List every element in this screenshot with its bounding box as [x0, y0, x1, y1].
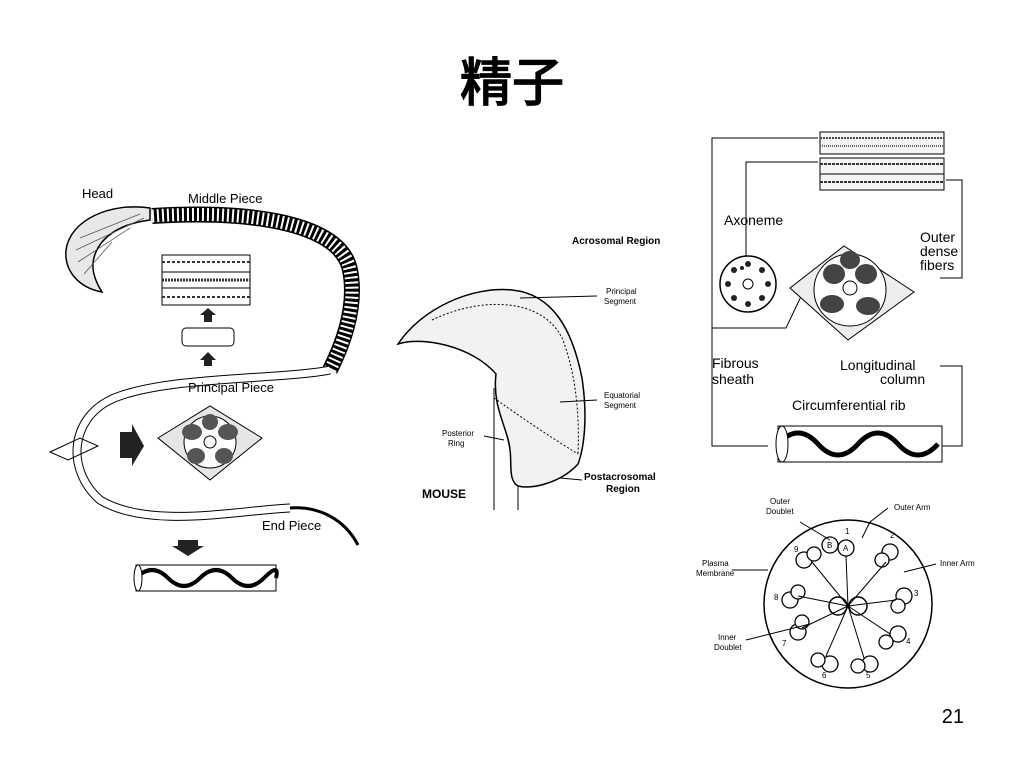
label-inner-arm: Inner Arm	[940, 559, 975, 568]
label-tubule-b: B	[827, 541, 832, 550]
label-outer-arm: Outer Arm	[894, 503, 931, 512]
label-postacrosomal-region-2: Region	[606, 484, 640, 495]
label-plasma-membrane-2: Membrane	[696, 569, 735, 578]
label-head: Head	[82, 186, 113, 201]
label-mouse: MOUSE	[422, 487, 466, 501]
label-outer-dense-fibers-2: dense	[920, 243, 958, 259]
central-pair	[828, 596, 868, 616]
doublet-number-7: 7	[782, 639, 787, 648]
principal-piece-cross-section	[157, 405, 263, 481]
middle-piece	[151, 206, 360, 374]
fibrous-sheath-detail	[775, 425, 943, 463]
label-equatorial-segment-1: Equatorial	[604, 391, 640, 400]
label-inner-doublet-1: Inner	[718, 633, 737, 642]
mouse-head-outline	[396, 288, 586, 488]
longitudinal-section	[819, 131, 945, 191]
doublet-number-6: 6	[822, 671, 827, 680]
label-outer-dense-fibers-3: fibers	[920, 257, 954, 273]
label-circumferential-rib: Circumferential rib	[792, 397, 906, 413]
doublet-number-8: 8	[774, 593, 779, 602]
end-piece-detail	[133, 564, 279, 592]
end-piece	[289, 506, 360, 546]
label-outer-dense-fibers-1: Outer	[920, 229, 955, 245]
label-equatorial-segment-2: Segment	[604, 401, 637, 410]
arrow-down-icon	[172, 540, 204, 556]
label-end-piece: End Piece	[262, 518, 321, 533]
arrow-up-icon-2	[200, 352, 216, 366]
label-plasma-membrane-1: Plasma	[702, 559, 729, 568]
arrow-up-icon	[200, 308, 216, 322]
doublet-number-2: 2	[890, 531, 895, 540]
tail-structure-diagram: Axoneme Outer dense fibers Fibrous sheat…	[711, 131, 963, 463]
label-axoneme: Axoneme	[724, 212, 783, 228]
label-posterior-ring-2: Ring	[448, 439, 464, 448]
label-longitudinal-column-1: Longitudinal	[840, 357, 916, 373]
axoneme-cross-section-diagram: Outer Doublet Outer Arm Plasma Membrane …	[696, 497, 975, 689]
sperm-head	[65, 206, 151, 294]
doublet-number-5: 5	[866, 671, 871, 680]
doublet-number-9: 9	[794, 545, 799, 554]
label-middle-piece: Middle Piece	[188, 191, 262, 206]
page-number: 21	[941, 706, 964, 728]
arrow-right-icon	[120, 424, 144, 466]
label-acrosomal-region: Acrosomal Region	[572, 236, 660, 247]
label-inner-doublet-2: Doublet	[714, 643, 742, 652]
tail-large-cross-section	[789, 245, 915, 341]
label-principal-segment-1: Principal	[606, 287, 637, 296]
slide-title: 精子	[459, 54, 564, 114]
doublet-number-1: 1	[845, 527, 850, 536]
sperm-structure-diagram: Head Middle Piece Principal Piece End Pi…	[48, 186, 360, 592]
doublet-number-4: 4	[906, 637, 911, 646]
outer-doublets	[781, 536, 913, 674]
label-principal-piece: Principal Piece	[188, 380, 274, 395]
label-posterior-ring-1: Posterior	[442, 429, 474, 438]
axoneme-small-cross-section	[719, 255, 777, 313]
label-longitudinal-column-2: column	[880, 371, 925, 387]
label-outer-doublet-2: Doublet	[766, 507, 794, 516]
label-outer-doublet-1: Outer	[770, 497, 790, 506]
label-fibrous-sheath-2: sheath	[712, 371, 754, 387]
mouse-sperm-head-diagram: Acrosomal Region Principal Segment Equat…	[396, 236, 660, 510]
label-principal-segment-2: Segment	[604, 297, 637, 306]
doublet-number-3: 3	[914, 589, 919, 598]
label-postacrosomal-region-1: Postacrosomal	[584, 472, 656, 483]
label-fibrous-sheath-1: Fibrous	[712, 355, 759, 371]
label-tubule-a: A	[843, 544, 849, 553]
middle-piece-section	[161, 254, 251, 306]
